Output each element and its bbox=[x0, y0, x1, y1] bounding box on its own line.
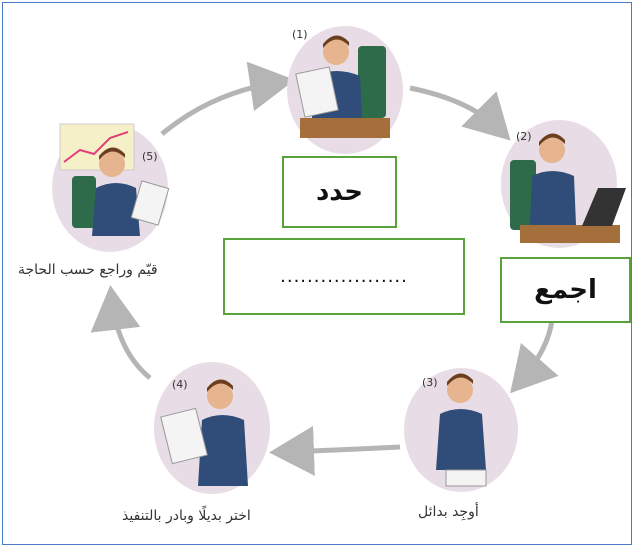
blank-answer-box[interactable]: ................... bbox=[223, 238, 465, 315]
svg-text:(1): (1) bbox=[292, 28, 308, 41]
svg-text:(2): (2) bbox=[516, 130, 532, 143]
step-2-illustration: (2) bbox=[501, 120, 626, 248]
svg-text:(3): (3) bbox=[422, 376, 438, 389]
svg-text:(4): (4) bbox=[172, 378, 188, 391]
arrow-4-to-5 bbox=[90, 285, 152, 380]
step-4-label: اختر بديلًا وبادر بالتنفيذ bbox=[122, 508, 251, 524]
define-box: حدد bbox=[282, 156, 397, 228]
arrow-1-to-2 bbox=[409, 85, 511, 141]
collect-box: اجمع bbox=[500, 257, 631, 323]
step-3-label: أوجِد بدائل bbox=[418, 504, 479, 520]
blank-dots: ................... bbox=[280, 266, 408, 287]
arrow-2-to-3 bbox=[510, 319, 559, 394]
page-frame bbox=[2, 2, 632, 545]
step-3-illustration: (3) bbox=[404, 368, 518, 492]
step-4-illustration: (4) bbox=[154, 362, 270, 494]
collect-text: اجمع bbox=[534, 275, 597, 305]
arrow-3-to-4 bbox=[269, 425, 401, 476]
step-5-illustration: (5) bbox=[52, 123, 170, 252]
svg-text:(5): (5) bbox=[142, 150, 158, 163]
step-1-illustration: (1) bbox=[287, 26, 403, 154]
arrow-5-to-1 bbox=[160, 61, 295, 136]
define-text: حدد bbox=[315, 177, 364, 207]
step-5-label: قيّم وراجع حسب الحاجة bbox=[18, 262, 158, 278]
